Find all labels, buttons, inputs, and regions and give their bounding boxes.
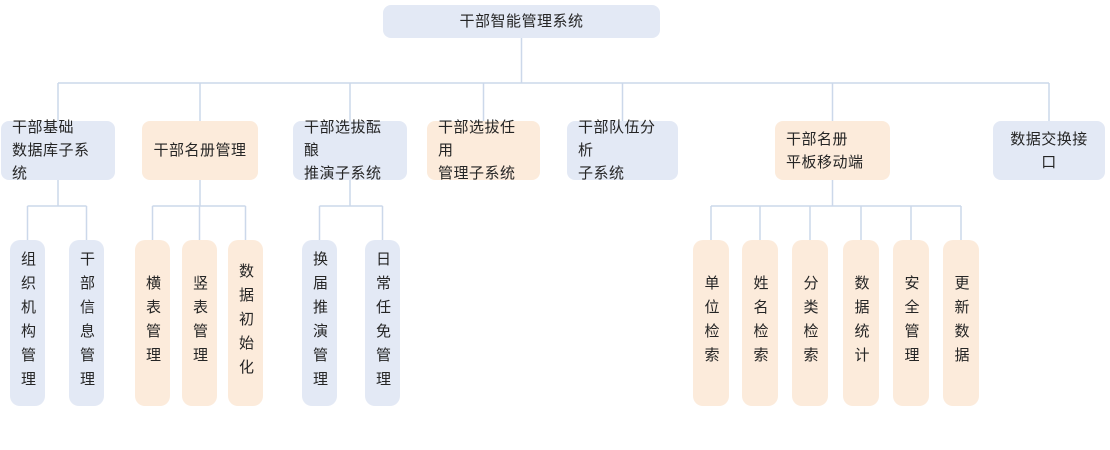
node-cadre-base-database: 干部基础 数据库子系统 <box>1 119 115 182</box>
node-unit-search: 单位检索 <box>693 240 729 406</box>
node-label: 数据交换接口 <box>1010 130 1088 171</box>
node-category-search: 分类检索 <box>792 240 828 406</box>
node-label: 分类检索 <box>801 275 819 371</box>
node-label: 姓名检索 <box>751 275 769 371</box>
node-root-system: 干部智能管理系统 <box>383 5 660 38</box>
node-label: 干部智能管理系统 <box>459 13 584 30</box>
node-label: 干部基础 数据库子系统 <box>12 119 90 182</box>
node-label: 安全管理 <box>902 275 920 371</box>
node-update-data: 更新数据 <box>943 240 979 406</box>
node-roster-tablet-mobile: 干部名册 平板移动端 <box>775 121 890 180</box>
node-label: 组织机构管理 <box>19 251 36 395</box>
node-label: 干部信息管理 <box>78 251 95 395</box>
node-label: 横表管理 <box>144 275 161 371</box>
node-label: 换届推演管理 <box>311 251 328 395</box>
node-label: 干部队伍分析 子系统 <box>578 119 656 182</box>
node-term-change-rehearsal-mgmt: 换届推演管理 <box>302 240 337 406</box>
node-data-initialization: 数据初始化 <box>228 240 263 406</box>
node-security-mgmt: 安全管理 <box>893 240 929 406</box>
node-daily-appointment-mgmt: 日常任免管理 <box>365 240 400 406</box>
node-label: 更新数据 <box>952 275 970 371</box>
node-selection-rehearsal: 干部选拔酝酿 推演子系统 <box>293 119 407 182</box>
node-selection-appointment-mgmt: 干部选拔任用 管理子系统 <box>427 119 540 182</box>
node-cadre-team-analysis: 干部队伍分析 子系统 <box>567 119 678 182</box>
node-cadre-roster-mgmt: 干部名册管理 <box>142 121 258 180</box>
node-label: 干部名册 平板移动端 <box>786 130 864 171</box>
node-label: 数据初始化 <box>237 263 254 383</box>
node-horizontal-table-mgmt: 横表管理 <box>135 240 170 406</box>
node-label: 干部选拔酝酿 推演子系统 <box>304 119 382 182</box>
node-label: 单位检索 <box>702 275 720 371</box>
node-label: 日常任免管理 <box>374 251 391 395</box>
node-name-search: 姓名检索 <box>742 240 778 406</box>
node-cadre-info-mgmt: 干部信息管理 <box>69 240 104 406</box>
node-label: 干部选拔任用 管理子系统 <box>438 119 516 182</box>
node-label: 数据统计 <box>852 275 870 371</box>
node-vertical-table-mgmt: 竖表管理 <box>182 240 217 406</box>
node-label: 干部名册管理 <box>153 142 247 159</box>
node-org-structure-mgmt: 组织机构管理 <box>10 240 45 406</box>
node-data-statistics: 数据统计 <box>843 240 879 406</box>
node-data-exchange-interface: 数据交换接口 <box>993 121 1105 180</box>
node-label: 竖表管理 <box>191 275 208 371</box>
